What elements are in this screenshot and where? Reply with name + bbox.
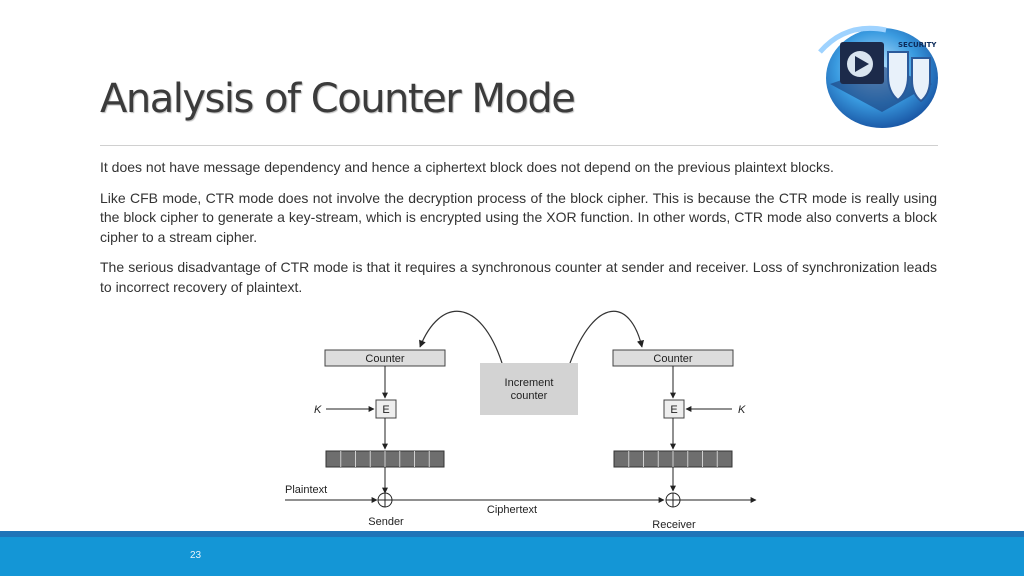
security-logo-icon: SECURITY — [818, 25, 938, 128]
encrypt-label: E — [382, 404, 389, 416]
receiver-label: Receiver — [652, 519, 696, 531]
cable-shape — [818, 25, 887, 54]
paragraph: The serious disadvantage of CTR mode is … — [100, 259, 937, 295]
slide-body: It does not have message dependency and … — [100, 158, 937, 308]
key-label: K — [314, 404, 322, 416]
title-divider — [100, 145, 938, 146]
counter-label: Counter — [365, 353, 404, 365]
plaintext-label: Plaintext — [285, 484, 327, 496]
increment-label: Increment — [505, 377, 554, 389]
sender-label: Sender — [368, 516, 404, 528]
increment-counter-box — [480, 363, 578, 415]
feedback-arrow-right — [569, 310, 644, 364]
key-label: K — [738, 404, 746, 416]
shield-icon — [911, 57, 931, 103]
footer-bar — [0, 537, 1024, 576]
logo-label: SECURITY — [898, 41, 937, 49]
play-icon — [855, 56, 869, 72]
ciphertext-label: Ciphertext — [487, 504, 537, 516]
slide-title: Analysis of Counter Mode — [100, 76, 576, 122]
ctr-mode-diagram: Increment counter Counter E K Plaintext — [285, 310, 757, 531]
counter-label: Counter — [653, 353, 692, 365]
shield-icon — [887, 51, 909, 102]
xor-icon-sender — [377, 492, 393, 508]
keystream-block-receiver — [613, 450, 733, 468]
encrypt-box-sender — [375, 399, 397, 419]
encrypt-label: E — [670, 404, 677, 416]
keystream-block-sender — [325, 450, 445, 468]
feedback-arrow-left — [419, 310, 503, 364]
paragraph: It does not have message dependency and … — [100, 159, 834, 175]
page-number: 23 — [190, 550, 202, 561]
footer-accent-line — [0, 531, 1024, 537]
paragraph: Like CFB mode, CTR mode does not involve… — [100, 189, 937, 245]
encrypt-box-receiver — [663, 399, 685, 419]
xor-icon-receiver — [665, 492, 681, 508]
increment-label: counter — [511, 390, 548, 402]
